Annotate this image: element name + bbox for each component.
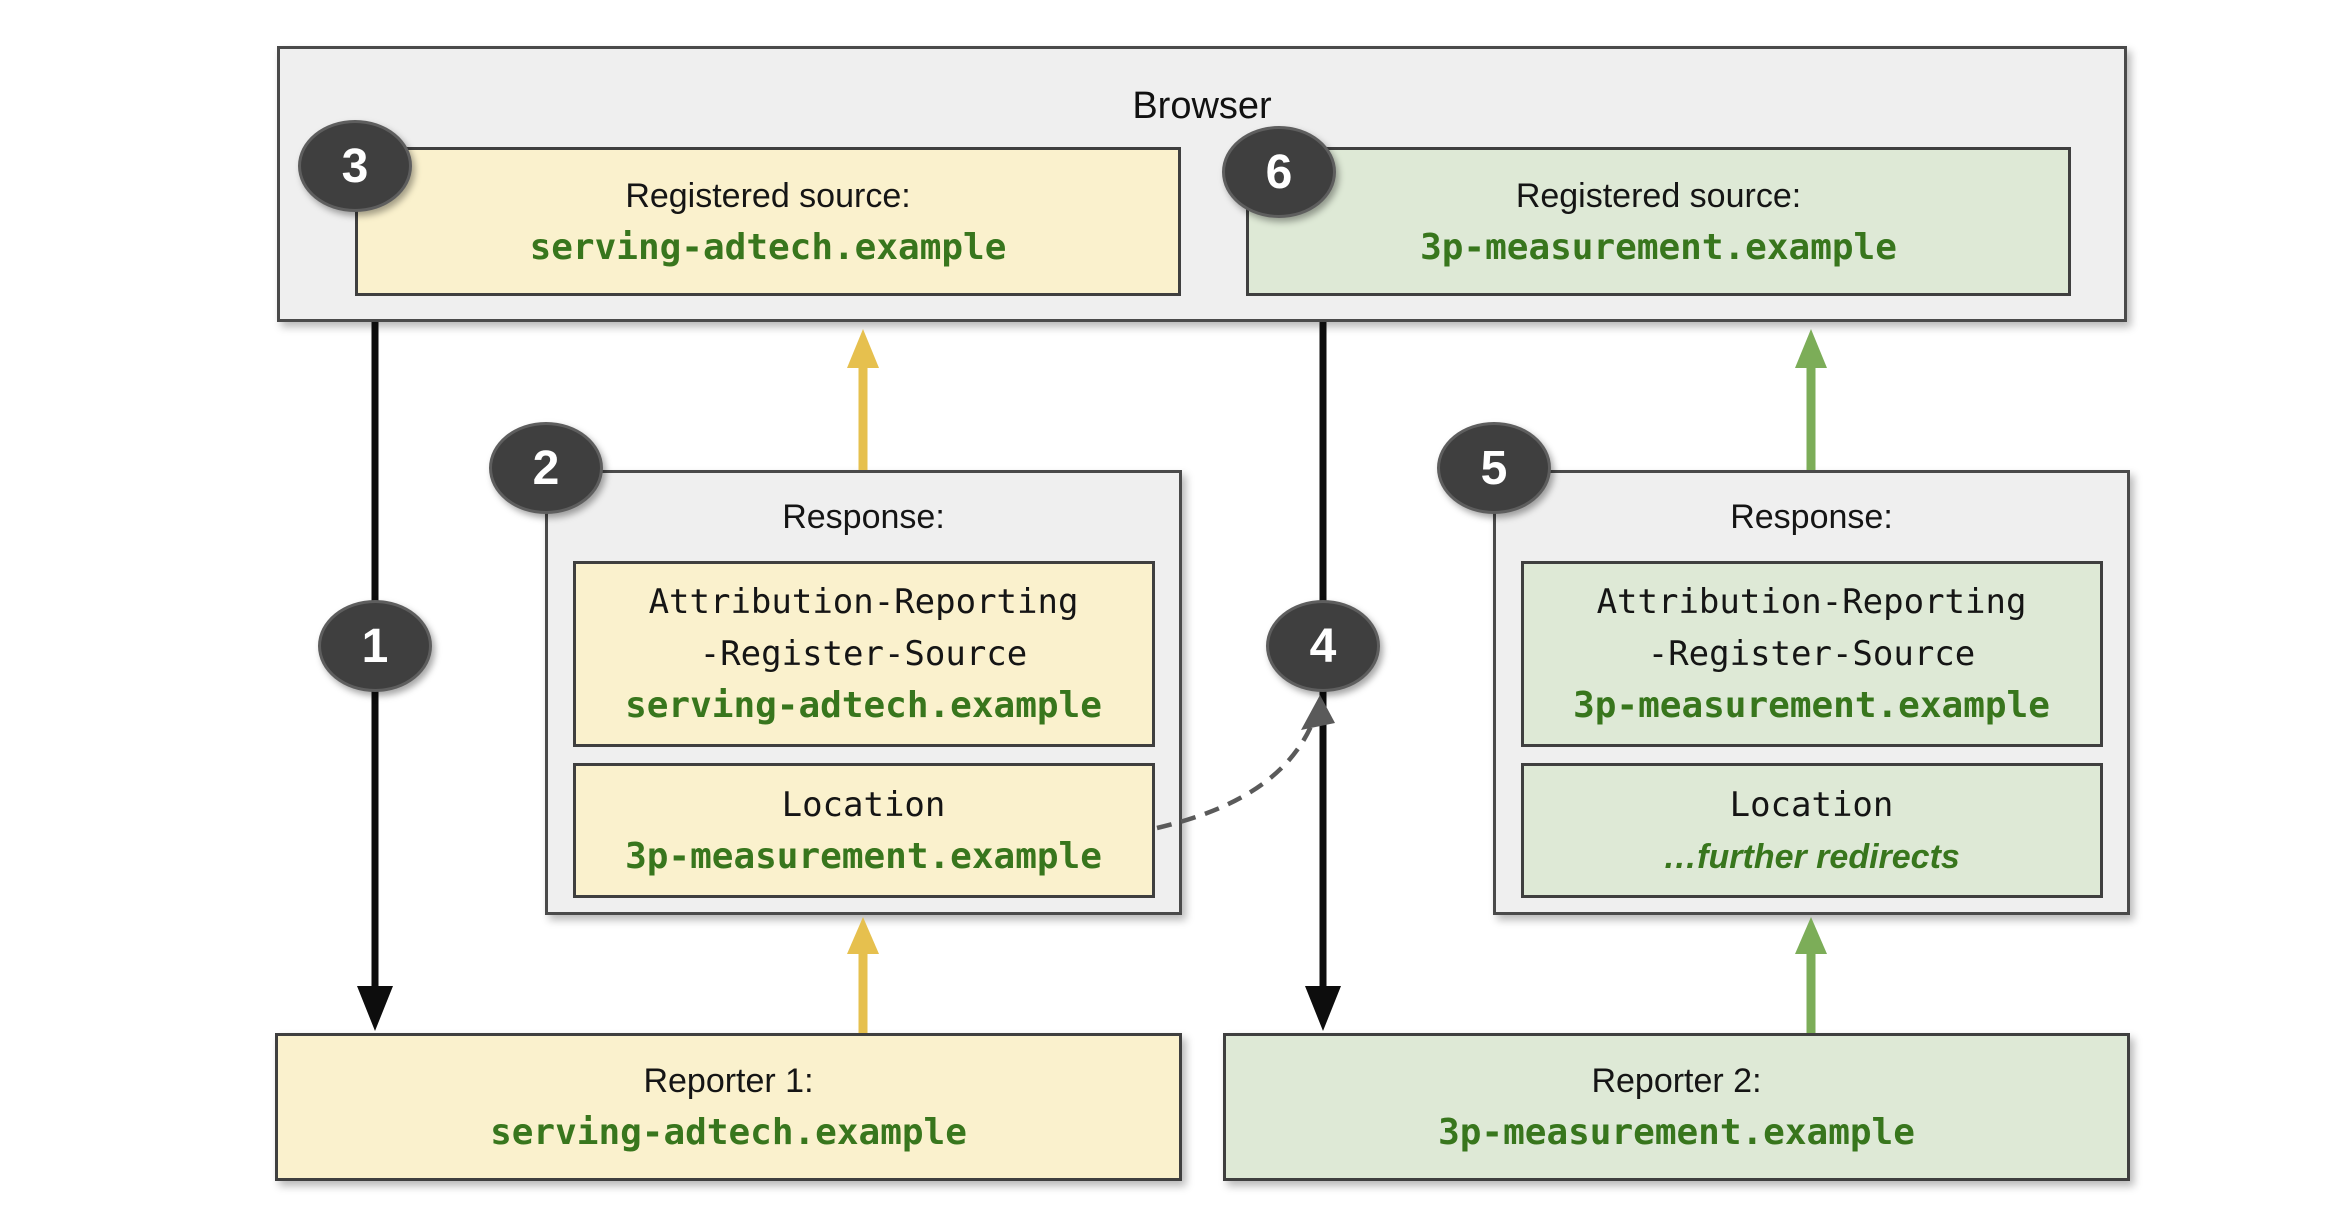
location-header-box: Location …further redirects (1520, 763, 2103, 898)
yellow-arrow-response-to-browser (847, 329, 879, 470)
reporter-1-box: Reporter 1: serving-adtech.example (275, 1033, 1182, 1181)
header-domain: 3p-measurement.example (1573, 685, 2050, 726)
header-name-line2: -Register-Source (1647, 634, 1976, 674)
header-name-line1: Attribution-Reporting (1596, 582, 2027, 622)
location-value: …further redirects (1663, 837, 1960, 876)
header-domain: serving-adtech.example (625, 685, 1102, 726)
step-badge-1: 1 (318, 600, 432, 692)
step-badge-6: 6 (1222, 126, 1336, 218)
response-title: Response: (1730, 497, 1893, 536)
step-number: 1 (361, 619, 389, 673)
attribution-reporting-header-box: Attribution-Reporting -Register-Source s… (572, 561, 1155, 747)
header-name-line1: Attribution-Reporting (648, 582, 1079, 622)
reporter-label: Reporter 2: (1591, 1062, 1762, 1100)
step-badge-5: 5 (1437, 422, 1551, 514)
step-badge-3: 3 (298, 120, 412, 212)
step-number: 2 (532, 441, 560, 495)
step-badge-2: 2 (489, 422, 603, 514)
green-arrow-response-to-browser (1795, 329, 1827, 470)
location-header-box: Location 3p-measurement.example (572, 763, 1155, 898)
location-label: Location (1729, 784, 1894, 825)
registered-source-label: Registered source: (625, 176, 911, 215)
registered-source-box-3p: Registered source: 3p-measurement.exampl… (1246, 147, 2071, 296)
location-label: Location (781, 784, 946, 825)
registered-source-domain: serving-adtech.example (529, 226, 1007, 268)
reporter-2-box: Reporter 2: 3p-measurement.example (1223, 1033, 2130, 1181)
step-number: 4 (1309, 619, 1337, 673)
response-title: Response: (782, 497, 945, 536)
location-value: 3p-measurement.example (625, 835, 1102, 877)
browser-box: Browser Registered source: serving-adtec… (277, 46, 2127, 322)
header-name-line2: -Register-Source (699, 634, 1028, 674)
dashed-redirect-arrow (1156, 695, 1335, 831)
reporter-domain: serving-adtech.example (490, 1112, 967, 1153)
registered-source-box-adtech: Registered source: serving-adtech.exampl… (355, 147, 1181, 296)
yellow-arrow-reporter-to-response (847, 917, 879, 1033)
reporter-domain: 3p-measurement.example (1438, 1112, 1915, 1153)
step-badge-4: 4 (1266, 600, 1380, 692)
green-arrow-reporter-to-response (1795, 917, 1827, 1033)
registered-source-label: Registered source: (1515, 176, 1802, 215)
browser-title: Browser (1132, 85, 1272, 127)
response-box-3p: Response: Attribution-Reporting -Registe… (1493, 470, 2130, 915)
response-box-adtech: Response: Attribution-Reporting -Registe… (545, 470, 1182, 915)
step-number: 6 (1265, 145, 1293, 199)
reporter-label: Reporter 1: (643, 1062, 814, 1100)
step-number: 3 (341, 139, 369, 193)
registered-source-domain: 3p-measurement.example (1420, 226, 1897, 268)
step-number: 5 (1480, 441, 1508, 495)
attribution-reporting-header-box: Attribution-Reporting -Register-Source 3… (1520, 561, 2103, 747)
